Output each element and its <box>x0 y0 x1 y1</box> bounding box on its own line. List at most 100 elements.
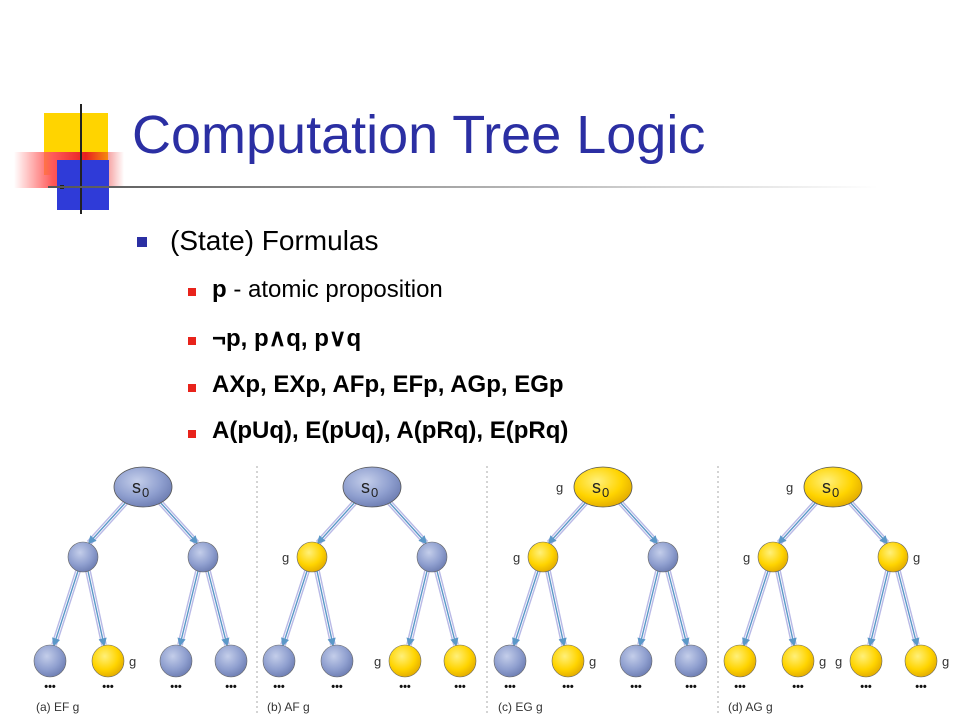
mid-node <box>527 541 559 573</box>
panel-caption: (b) AF g <box>267 700 310 714</box>
leaf-ellipsis: ••• <box>792 681 804 693</box>
tree-edge <box>846 499 890 545</box>
edge-rail <box>318 570 336 645</box>
mid-node <box>757 541 789 573</box>
leaf-ellipsis: ••• <box>915 681 927 693</box>
bullet-formula: ¬p, p∧q, p∨q <box>212 325 362 352</box>
edge-rail <box>438 570 459 645</box>
leaf-node <box>674 644 708 678</box>
edge-arrow <box>316 570 336 647</box>
edge-rail <box>871 571 891 646</box>
level1-text: (State) Formulas <box>170 225 379 256</box>
leaf-ellipsis: ••• <box>273 681 285 693</box>
edge-rail <box>779 570 797 645</box>
tree-edge <box>775 570 797 647</box>
tree-edge <box>511 570 541 647</box>
leaf-node <box>262 644 296 678</box>
leaf-prop-label: g <box>819 654 826 669</box>
edge-rail <box>385 502 425 545</box>
leaf-node <box>723 644 757 678</box>
edge-rail <box>741 570 767 645</box>
mid-prop-label: g <box>282 550 289 565</box>
bullet-formula: A(pUq), E(pUq), A(pRq), E(pRq) <box>212 417 569 444</box>
leaf-node <box>443 644 477 678</box>
bullet-marker <box>188 337 196 345</box>
tree-edge <box>546 499 590 545</box>
edge-rail <box>156 502 196 545</box>
edge-arrow <box>848 500 889 545</box>
leaf-prop-label: g <box>129 654 136 669</box>
leaf-ellipsis: ••• <box>454 681 466 693</box>
edge-arrow <box>547 500 588 545</box>
edge-arrow <box>512 570 539 647</box>
root-node <box>113 466 173 508</box>
bullet-item: AXp, EXp, AFp, EFp, AGp, EGp <box>212 371 564 399</box>
leaf-prop-label: g <box>374 654 381 669</box>
edge-arrow <box>742 570 769 647</box>
root-node-label: s <box>361 477 370 497</box>
tree-edge <box>314 570 336 647</box>
leaf-ellipsis: ••• <box>44 681 56 693</box>
edge-rail <box>780 502 820 545</box>
tree-edge <box>895 570 920 647</box>
tree-edge <box>205 570 230 647</box>
bullet-marker <box>188 288 196 296</box>
edge-arrow <box>387 500 428 545</box>
edge-arrow <box>177 570 199 647</box>
title-underline <box>48 186 878 188</box>
tree-edge <box>406 570 430 647</box>
edge-arrow <box>316 500 357 545</box>
slide-title: Computation Tree Logic <box>132 105 706 165</box>
edge-rail <box>389 499 429 542</box>
mid-node <box>187 541 219 573</box>
edge-rail <box>284 571 310 646</box>
leaf-node <box>159 644 193 678</box>
bullet-formula: AXp, EXp, AFp, EFp, AGp, EGp <box>212 371 564 398</box>
edge-rail <box>89 570 107 645</box>
mid-node <box>877 541 909 573</box>
leaf-prop-label: g <box>835 654 842 669</box>
edge-arrow <box>637 570 659 647</box>
tree-edge <box>434 570 459 647</box>
root-node-subscript: 0 <box>371 485 378 500</box>
edge-rail <box>406 570 426 645</box>
tree-edge <box>776 499 820 545</box>
edge-rail <box>776 499 816 542</box>
edge-arrow <box>777 500 818 545</box>
edge-rail <box>665 571 686 646</box>
panel-caption: (c) EG g <box>498 700 543 714</box>
edge-rail <box>280 570 306 645</box>
edge-rail <box>181 571 201 646</box>
leaf-ellipsis: ••• <box>399 681 411 693</box>
edge-arrow <box>777 570 797 647</box>
leaf-ellipsis: ••• <box>225 681 237 693</box>
root-node <box>803 466 863 508</box>
edge-arrow <box>52 570 79 647</box>
edge-rail <box>410 571 430 646</box>
tree-edge <box>315 499 359 545</box>
panel-caption: (d) AG g <box>728 700 773 714</box>
tree-edge <box>85 570 107 647</box>
edge-rail <box>637 570 657 645</box>
level1-bullet <box>137 237 147 247</box>
leaf-node <box>320 644 354 678</box>
tree-edge <box>616 499 660 545</box>
leaf-ellipsis: ••• <box>102 681 114 693</box>
edge-arrow <box>618 500 659 545</box>
leaf-ellipsis: ••• <box>504 681 516 693</box>
mid-node <box>416 541 448 573</box>
leaf-prop-label: g <box>589 654 596 669</box>
edge-arrow <box>207 570 230 647</box>
leaf-ellipsis: ••• <box>685 681 697 693</box>
edge-rail <box>549 570 567 645</box>
leaf-ellipsis: ••• <box>562 681 574 693</box>
edge-arrow <box>281 570 308 647</box>
tree-edge <box>177 570 201 647</box>
tree-edge <box>51 570 81 647</box>
leaf-ellipsis: ••• <box>331 681 343 693</box>
root-prop-label: g <box>556 480 563 495</box>
edge-arrow <box>406 570 428 647</box>
edge-rail <box>205 571 226 646</box>
bullet-item: p - atomic proposition <box>212 276 443 304</box>
